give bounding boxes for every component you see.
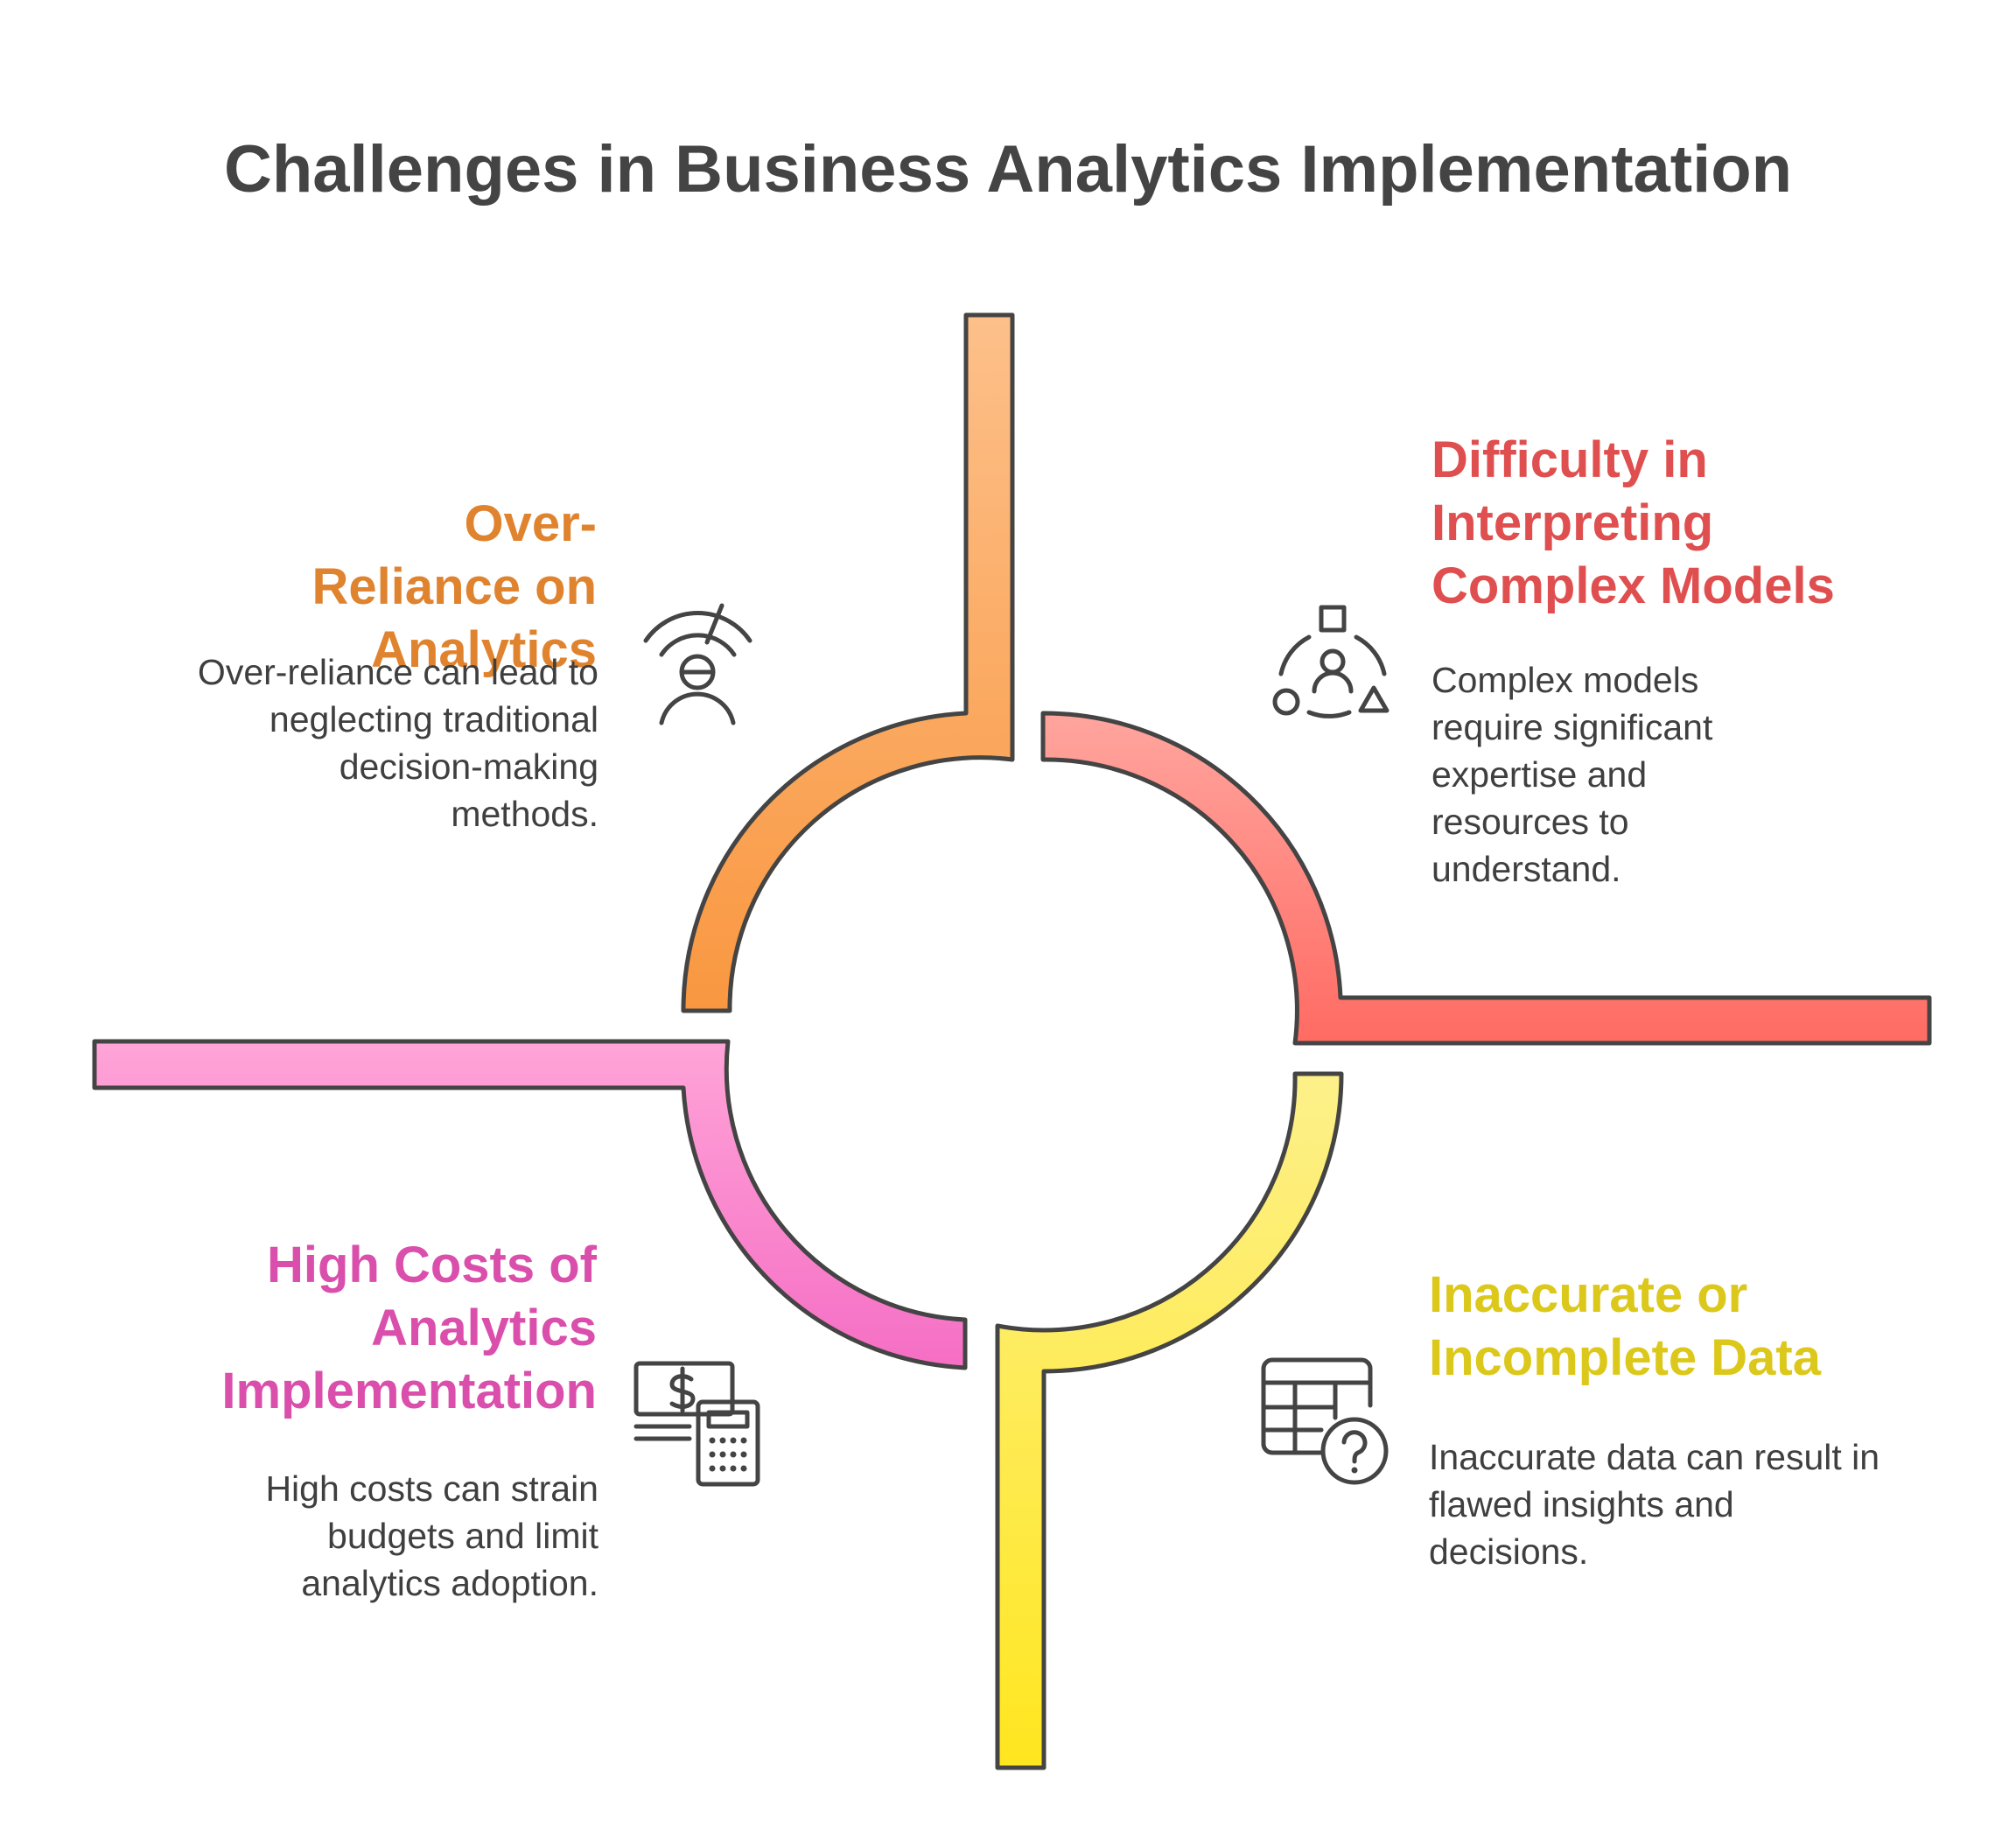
red-arc-segment bbox=[1040, 711, 1932, 1046]
quadrant-heading-high-costs: High Costs of Analytics Implementation bbox=[221, 1237, 597, 1419]
table-question-icon bbox=[1261, 1357, 1389, 1485]
person-shapes-icon bbox=[1272, 605, 1390, 718]
quadrant-description-difficulty: Complex models require significant exper… bbox=[1432, 660, 1713, 889]
quadrant-heading-over-reliance: Over-Reliance on Analytics bbox=[312, 495, 597, 678]
page-title: Challenges in Business Analytics Impleme… bbox=[223, 132, 1793, 207]
orange-arc-segment bbox=[681, 312, 1015, 1013]
quadrant-description-over-reliance: Over-reliance can lead to neglecting tra… bbox=[197, 652, 598, 834]
yellow-arc-segment bbox=[995, 1071, 1344, 1770]
quadrant-heading-difficulty: Difficulty in Interpreting Complex Model… bbox=[1432, 431, 1835, 614]
pink-arc-segment bbox=[92, 1039, 968, 1370]
money-calculator-icon bbox=[634, 1361, 760, 1487]
quadrant-heading-inaccurate-data: Inaccurate or Incomplete Data bbox=[1429, 1266, 1821, 1386]
quadrant-description-inaccurate-data: Inaccurate data can result in flawed ins… bbox=[1429, 1437, 1880, 1572]
quadrant-description-high-costs: High costs can strain budgets and limit … bbox=[265, 1468, 598, 1603]
gauge-person-icon bbox=[643, 603, 752, 725]
